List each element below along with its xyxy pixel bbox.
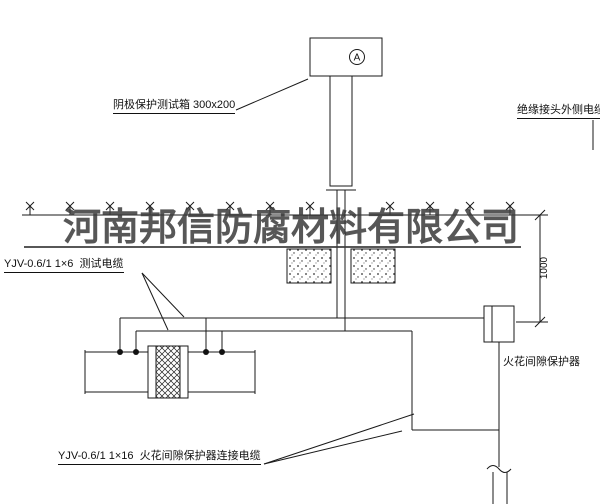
leader-line-spark-cable: [263, 413, 415, 465]
watermark-text: 河南邦信防腐材料有限公司: [63, 207, 520, 249]
dimension-tick: [534, 209, 546, 221]
foundation-block-right: [350, 248, 396, 284]
ground-line-group: [22, 201, 520, 216]
leader-line-test-box: [235, 78, 309, 111]
leader-line-test-cable: [141, 272, 185, 318]
dimension-value: 1000: [539, 256, 550, 280]
ground-electrode-symbol: [486, 465, 512, 504]
ground-hatch-symbol: [25, 201, 35, 216]
leader-line-spark-cable: [263, 430, 403, 465]
leader-line-test-cable: [141, 272, 169, 331]
ammeter-circle: [349, 49, 365, 65]
pipeline: [84, 345, 256, 399]
dimension-1000: [516, 209, 548, 328]
watermark-underline: [24, 246, 521, 248]
cable-weld-point: [219, 349, 225, 355]
ammeter-letter: A: [354, 53, 361, 64]
test-box-group: A: [309, 37, 383, 191]
label-insulated-joint-cable: 绝缘接头外侧电缆: [517, 104, 600, 120]
cable-routing: [119, 190, 500, 467]
label-test-cable: YJV-0.6/1 1×6 测试电缆: [4, 258, 124, 274]
leader-lines: [141, 78, 594, 465]
label-test-box: 阴极保护测试箱 300x200: [113, 99, 236, 115]
test-box-post: [329, 75, 353, 187]
insulating-joint-hatch: [155, 345, 181, 399]
cable-weld-point: [117, 349, 123, 355]
label-spark-gap-cable: YJV-0.6/1 1×16 火花间隙保护器连接电缆: [58, 450, 261, 466]
foundations: [286, 248, 396, 284]
cable-weld-point: [133, 349, 139, 355]
spark-gap-protector-box: [483, 305, 515, 343]
label-spark-gap-protector: 火花间隙保护器: [503, 356, 580, 368]
dimension-tick: [534, 316, 546, 328]
cable-weld-point: [203, 349, 209, 355]
foundation-block-left: [286, 248, 332, 284]
spark-gap-protector-group: [483, 305, 515, 343]
test-box: [309, 37, 383, 77]
break-squiggle: [486, 465, 512, 473]
